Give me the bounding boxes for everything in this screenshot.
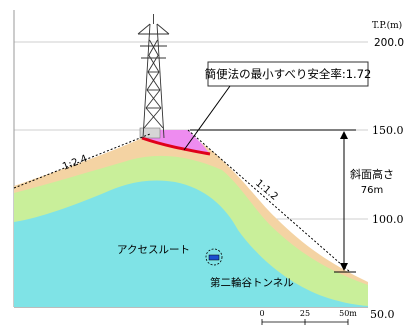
tower-foundation [139,127,161,139]
scale-tick-25: 25 [300,309,310,318]
access-route-label: アクセスルート [117,244,190,256]
height-arrow-down-icon [340,263,348,271]
slope-height-value: 76m [361,185,383,196]
transmission-tower-icon [137,14,170,139]
left-slope-line [13,133,151,189]
safety-factor-callout-box [207,61,369,87]
scale-tick-0: 0 [259,309,264,318]
critical-slip-surface [141,136,211,156]
scale-bar [261,319,349,325]
safety-factor-callout-text: 簡便法の最小すべり安全率:1.72 [205,67,372,81]
tunnel-access-route-icon [208,254,220,261]
elevation-unit-label: T.P.(m) [372,20,402,31]
bedrock-layer [14,180,368,307]
scale-tick-50m: 50m [339,309,357,318]
slope-height-label: 斜面高さ [350,167,394,181]
elevation-tick-150: 150.0 [372,124,404,137]
height-arrow-up-icon [340,131,348,139]
elevation-tick-100: 100.0 [372,213,404,226]
tunnel-outline-icon [205,248,223,266]
elevation-tick-50: 50.0 [370,308,395,321]
elevation-tick-200: 200.0 [374,37,404,49]
tunnel-name-label: 第二輪谷トンネル [210,276,294,289]
callout-leader-line [183,85,231,151]
height-label-background [352,164,392,198]
